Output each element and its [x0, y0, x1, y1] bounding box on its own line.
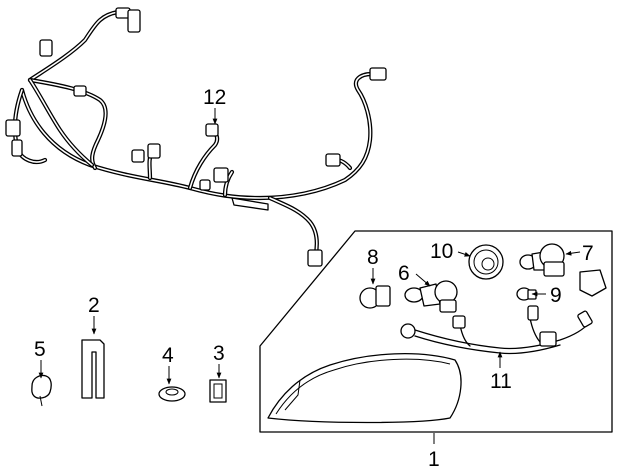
callout-7: 7	[582, 242, 594, 265]
callout-2: 2	[88, 294, 100, 317]
bulb-cover-cap	[468, 244, 504, 280]
headlamp-assembly-outline	[259, 230, 613, 433]
clip-fastener	[209, 379, 227, 403]
callout-leaders	[38, 108, 581, 444]
grommet-plug	[158, 386, 186, 402]
callout-10: 10	[430, 240, 453, 263]
retainer-clip	[31, 374, 52, 407]
callout-3: 3	[213, 342, 225, 365]
callout-8: 8	[367, 246, 379, 269]
signal-bulb	[359, 285, 391, 309]
callout-4: 4	[162, 344, 174, 367]
high-beam-bulb	[519, 243, 607, 297]
bulb-socket-harness	[400, 305, 593, 355]
callout-11: 11	[490, 370, 512, 393]
callout-labels: 1 2 3 4 5 6 7 8 9 10 11 12	[34, 86, 594, 471]
retainer-clip-bracket	[81, 339, 105, 399]
headlamp-bulb	[404, 280, 458, 313]
callout-12: 12	[203, 86, 226, 109]
callout-1: 1	[428, 448, 440, 471]
callout-5: 5	[34, 338, 46, 361]
callout-9: 9	[550, 284, 562, 307]
callout-6: 6	[398, 262, 410, 285]
wiring-harness	[5, 7, 387, 267]
